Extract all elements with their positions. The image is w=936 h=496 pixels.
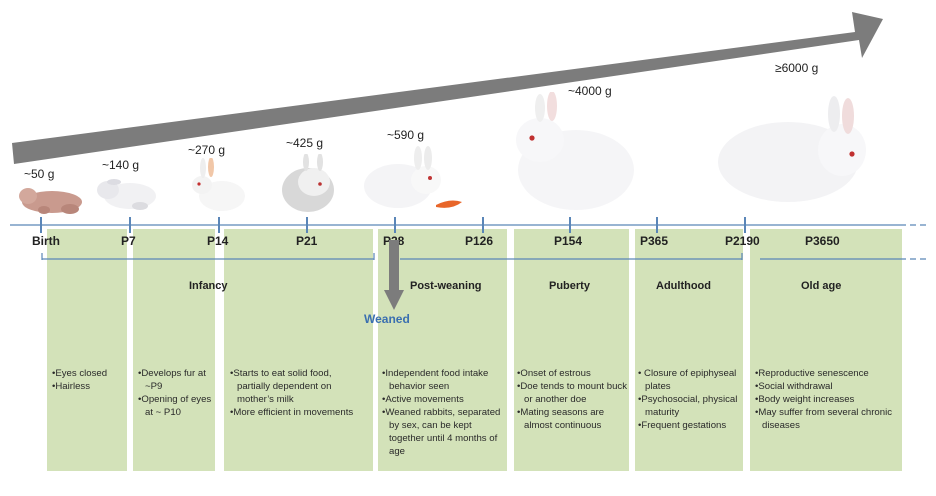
- timeline-tick: [129, 217, 131, 233]
- age-label-p3650: P3650: [805, 234, 840, 248]
- weight-label: ~140 g: [102, 158, 140, 172]
- list-item: Doe tends to mount buck or another doe: [516, 380, 628, 406]
- list-item: More efficient in movements: [229, 406, 359, 419]
- notes-puberty: Onset of estrous Doe tends to mount buck…: [516, 367, 628, 432]
- age-label-p126: P126: [465, 234, 494, 248]
- notes-post-weaning: Independent food intake behavior seen Ac…: [381, 367, 507, 458]
- list-item: Body weight increases: [754, 393, 900, 406]
- list-item: Hairless: [51, 380, 125, 393]
- weaned-down-arrow-icon: [384, 240, 404, 310]
- stage-label-post-weaning: Post-weaning: [410, 280, 482, 292]
- age-label-p365: P365: [640, 234, 669, 248]
- age-label-birth: Birth: [32, 234, 60, 248]
- weight-label: ~50 g: [24, 167, 55, 181]
- list-item: Independent food intake behavior seen: [381, 367, 507, 393]
- list-item: Social withdrawal: [754, 380, 900, 393]
- age-label-p7: P7: [121, 234, 136, 248]
- notes-adulthood: Closure of epiphyseal plates Psychosocia…: [637, 367, 741, 432]
- timeline: [10, 224, 930, 260]
- weight-label: ≥6000 g: [775, 61, 819, 75]
- panel-p7: [133, 229, 215, 471]
- list-item: Closure of epiphyseal plates: [637, 367, 741, 393]
- list-item: May suffer from several chronic diseases: [754, 406, 900, 432]
- timeline-tick: [569, 217, 571, 233]
- weight-label: ~4000 g: [568, 84, 612, 98]
- rabbit-adult-image: [718, 96, 866, 202]
- age-label-p14: P14: [207, 234, 229, 248]
- newborn-rabbit-image: [19, 188, 82, 214]
- list-item: Eyes closed: [51, 367, 125, 380]
- list-item: Opening of eyes at ~ P10: [137, 393, 215, 419]
- timeline-tick: [656, 217, 658, 233]
- list-item: Onset of estrous: [516, 367, 628, 380]
- weight-label: ~425 g: [286, 136, 324, 150]
- growth-arrow: [12, 12, 883, 164]
- rabbit-p28-image: [364, 146, 462, 208]
- timeline-tick: [482, 217, 484, 233]
- stage-label-infancy: Infancy: [189, 280, 228, 292]
- timeline-tick: [218, 217, 220, 233]
- timeline-tick: [306, 217, 308, 233]
- notes-old-age: Reproductive senescence Social withdrawa…: [754, 367, 900, 432]
- weight-label: ~270 g: [188, 143, 226, 157]
- rabbit-p154-image: [516, 92, 634, 210]
- list-item: Psychosocial, physical maturity: [637, 393, 741, 419]
- stage-label-old-age: Old age: [801, 280, 842, 292]
- list-item: Weaned rabbits, separated by sex, can be…: [381, 406, 507, 458]
- panel-p21: [224, 229, 373, 471]
- list-item: Starts to eat solid food, partially depe…: [229, 367, 359, 406]
- age-label-p154: P154: [554, 234, 583, 248]
- timeline-tick: [744, 217, 746, 233]
- age-label-p2190: P2190: [725, 234, 760, 248]
- list-item: Develops fur at ~P9: [137, 367, 215, 393]
- weaned-label: Weaned: [364, 312, 410, 326]
- rabbit-p21-image: [282, 154, 334, 212]
- list-item: Reproductive senescence: [754, 367, 900, 380]
- rabbit-p7-image: [97, 179, 156, 210]
- stage-label-puberty: Puberty: [549, 280, 590, 292]
- notes-birth: Eyes closed Hairless: [51, 367, 125, 393]
- list-item: Mating seasons are almost continuous: [516, 406, 628, 432]
- rabbit-p14-image: [192, 158, 245, 211]
- panel-birth: [47, 229, 127, 471]
- stage-label-adulthood: Adulthood: [656, 280, 711, 292]
- weight-label: ~590 g: [387, 128, 425, 142]
- age-label-p21: P21: [296, 234, 318, 248]
- list-item: Frequent gestations: [637, 419, 741, 432]
- notes-p7: Develops fur at ~P9 Opening of eyes at ~…: [137, 367, 215, 419]
- notes-p21: Starts to eat solid food, partially depe…: [229, 367, 359, 419]
- list-item: Active movements: [381, 393, 507, 406]
- timeline-tick: [40, 217, 42, 233]
- timeline-tick: [394, 217, 396, 233]
